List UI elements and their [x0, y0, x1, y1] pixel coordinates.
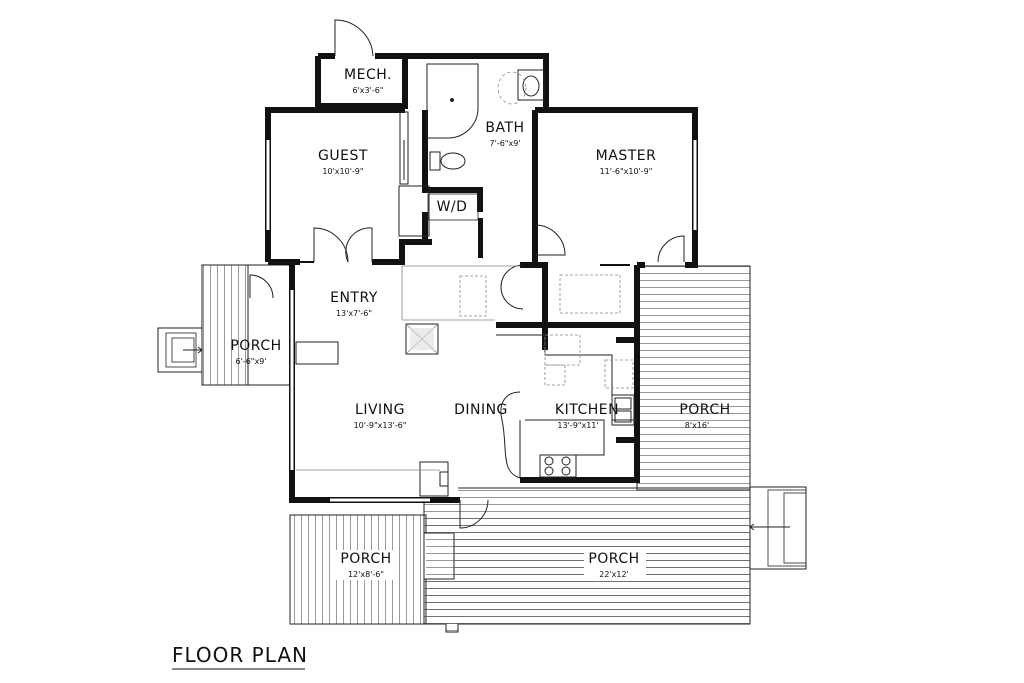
fixtures [295, 63, 637, 497]
room-label-wd: W/D [437, 199, 468, 215]
room-label-mech: MECH. [344, 67, 392, 83]
room-dims-living: 10'-9"x13'-6" [354, 421, 407, 430]
room-label-porch-south: PORCH [588, 551, 639, 567]
room-label-porch-east: PORCH [679, 402, 730, 418]
room-dims-guest: 10'x10'-9" [322, 167, 363, 176]
room-dims-entry: 13'x7'-6" [336, 309, 372, 318]
room-label-bath: BATH [485, 120, 524, 136]
plan-title: FLOOR PLAN [172, 643, 308, 667]
room-label-entry: ENTRY [330, 290, 378, 306]
room-label-master: MASTER [596, 148, 657, 164]
east-steps [749, 486, 807, 570]
room-dims-master: 11'-6"x10'-9" [600, 167, 653, 176]
doors [249, 19, 685, 529]
porch-west-deck [201, 264, 291, 386]
house-floor [268, 108, 637, 502]
room-label-guest: GUEST [318, 148, 368, 164]
room-dims-mech: 6'x3'-6" [353, 86, 384, 95]
room-label-dining: DINING [454, 402, 508, 418]
room-dims-porch-east: 8'x16' [685, 421, 709, 430]
walls [265, 53, 698, 503]
room-labels: MECH. 6'x3'-6" BATH 7'-6"x9' GUEST 10'x1… [230, 67, 730, 580]
room-label-porch-west: PORCH [230, 338, 281, 354]
west-steps [157, 327, 203, 373]
room-dims-bath: 7'-6"x9' [490, 139, 521, 148]
room-label-kitchen: KITCHEN [555, 402, 619, 418]
room-dims-kitchen: 13'-9"x11' [557, 421, 598, 430]
room-dims-porch-sw: 12'x8'-6" [348, 570, 384, 579]
porch-east-deck [636, 265, 751, 491]
room-label-living: LIVING [355, 402, 405, 418]
room-label-porch-sw: PORCH [340, 551, 391, 567]
room-dims-porch-west: 6'-6"x9' [236, 357, 267, 366]
room-dims-porch-south: 22'x12' [599, 570, 629, 579]
porch-sw-label-bg [336, 550, 646, 580]
